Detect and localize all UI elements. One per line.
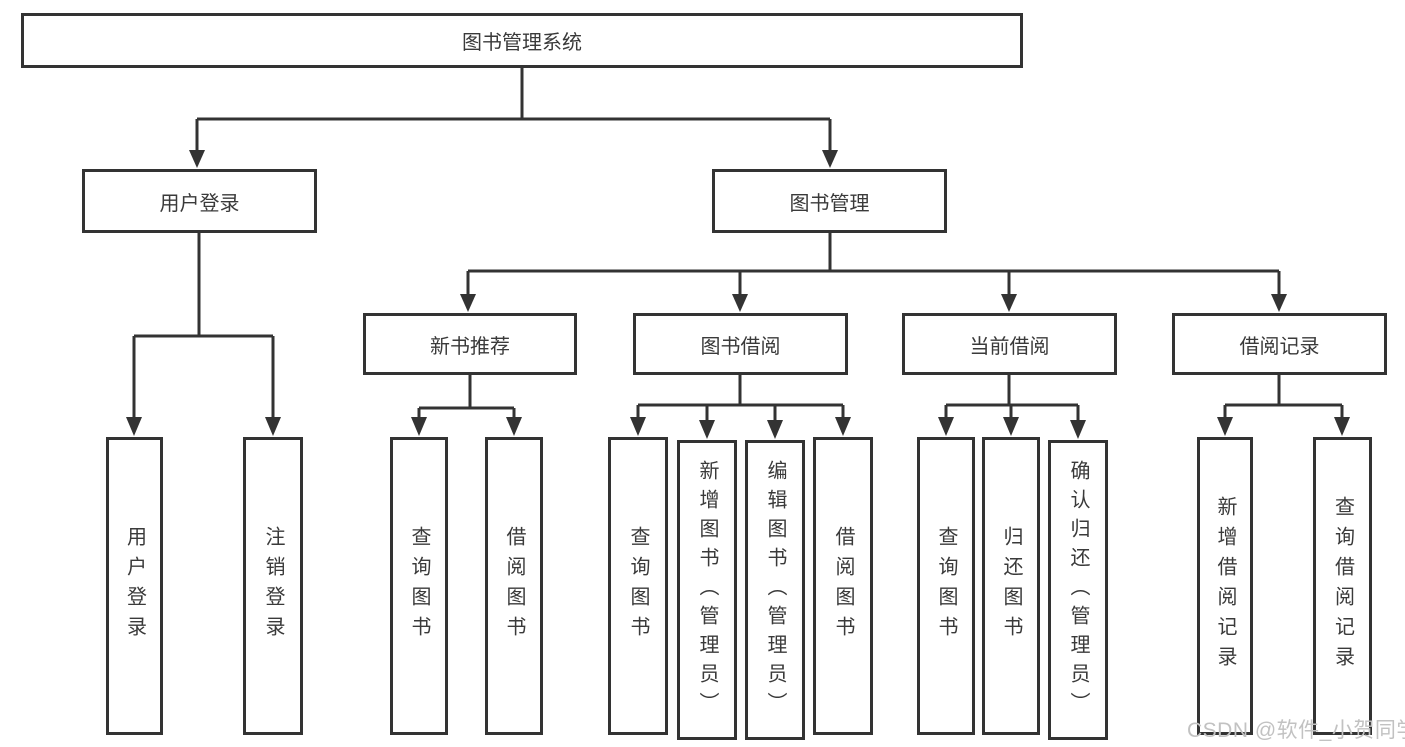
leaf-label: 新增借阅记录 — [1214, 496, 1236, 676]
arrowhead — [126, 417, 142, 436]
node-book-management: 图书管理 — [712, 169, 947, 233]
arrowhead — [938, 417, 954, 436]
arrowhead — [1001, 294, 1017, 312]
arrowhead — [767, 420, 783, 439]
arrowhead — [460, 294, 476, 312]
node-book-borrow: 图书借阅 — [633, 313, 848, 375]
edges-bookmgmt-to-level3 — [460, 233, 1287, 312]
leaf-label: 借阅图书 — [503, 526, 525, 646]
leaf-confirm-return-admin: 确认归还（管理员） — [1048, 440, 1108, 740]
arrowhead — [265, 417, 281, 436]
edges-root-to-level2 — [189, 68, 838, 168]
leaf-label: 查询图书 — [935, 526, 957, 646]
leaf-borrow-book: 借阅图书 — [485, 437, 543, 735]
leaf-label: 新增图书（管理员） — [696, 459, 718, 721]
edges-newbook-to-leaves — [411, 375, 522, 436]
arrowhead — [822, 150, 838, 168]
arrowhead — [1070, 420, 1086, 439]
arrowhead — [411, 417, 427, 436]
node-current-borrow: 当前借阅 — [902, 313, 1117, 375]
leaf-query-book: 查询图书 — [390, 437, 448, 735]
node-new-book-recommend: 新书推荐 — [363, 313, 577, 375]
arrowhead — [732, 294, 748, 312]
edges-records-to-leaves — [1217, 375, 1350, 436]
leaf-label: 注销登录 — [262, 526, 284, 646]
leaf-label: 确认归还（管理员） — [1067, 459, 1089, 721]
node-label: 图书管理 — [789, 192, 870, 215]
arrowhead — [835, 417, 851, 436]
leaf-label: 编辑图书（管理员） — [764, 459, 786, 721]
leaf-edit-book-admin: 编辑图书（管理员） — [745, 440, 805, 740]
leaf-add-book-admin: 新增图书（管理员） — [677, 440, 737, 740]
arrowhead — [1003, 417, 1019, 436]
leaf-label: 用户登录 — [123, 526, 146, 646]
node-label: 用户登录 — [159, 192, 240, 215]
leaf-add-borrow-record: 新增借阅记录 — [1197, 437, 1253, 735]
node-system-root: 图书管理系统 — [21, 13, 1023, 68]
edges-login-to-leaves — [126, 233, 281, 436]
arrowhead — [1217, 417, 1233, 436]
node-label: 图书借阅 — [700, 335, 781, 358]
leaf-label: 查询借阅记录 — [1331, 496, 1354, 676]
arrowhead — [189, 150, 205, 168]
node-user-login: 用户登录 — [82, 169, 317, 233]
node-label: 图书管理系统 — [462, 32, 582, 54]
leaf-user-login: 用户登录 — [106, 437, 163, 735]
leaf-logout: 注销登录 — [243, 437, 303, 735]
leaf-borrow-book: 借阅图书 — [813, 437, 873, 735]
arrowhead — [506, 417, 522, 436]
leaf-label: 查询图书 — [408, 526, 430, 646]
csdn-watermark: CSDN @软件_小贺同学 — [1187, 719, 1405, 742]
arrowhead — [630, 417, 646, 436]
leaf-return-book: 归还图书 — [982, 437, 1040, 735]
arrowhead — [699, 420, 715, 439]
leaf-label: 归还图书 — [1000, 526, 1022, 646]
node-borrow-records: 借阅记录 — [1172, 313, 1387, 375]
arrowhead — [1271, 294, 1287, 312]
leaf-query-book: 查询图书 — [608, 437, 668, 735]
edges-currentborrow-to-leaves — [938, 375, 1086, 439]
edges-bookborrow-to-leaves — [630, 375, 851, 439]
node-label: 借阅记录 — [1239, 335, 1320, 358]
leaf-label: 查询图书 — [627, 526, 649, 646]
node-label: 新书推荐 — [430, 335, 510, 358]
leaf-label: 借阅图书 — [832, 526, 854, 646]
leaf-query-book: 查询图书 — [917, 437, 975, 735]
node-label: 当前借阅 — [969, 335, 1050, 358]
arrowhead — [1334, 417, 1350, 436]
leaf-query-borrow-record: 查询借阅记录 — [1313, 437, 1372, 735]
